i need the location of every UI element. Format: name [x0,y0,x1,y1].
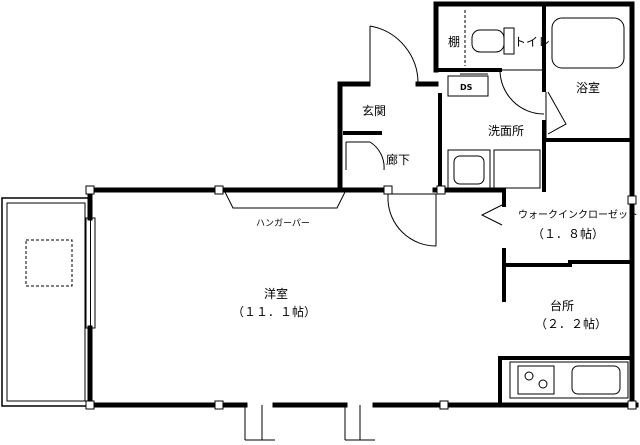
western-room-size: （１１．１帖） [232,304,316,319]
western-room-door[interactable] [387,193,437,247]
column-markers [85,185,637,410]
washer-pan [447,75,489,97]
washbasin [447,149,491,191]
kitchen-label: 台所 [550,298,574,313]
hanger-pipe [224,191,346,209]
washroom-label: 洗面所 [488,124,524,138]
kitchen-size: （２．２帖） [535,316,607,331]
western-room-label: 洋室 [264,286,288,301]
toilet-fixture [464,10,515,66]
balcony-window [85,217,96,329]
walk-in-closet-size: （１．８帖） [532,226,604,241]
interior-walls [343,2,634,407]
closet-door[interactable] [480,204,503,226]
hanger-pipe-label: ハンガーパー [256,218,310,229]
entrance-label: 玄関 [362,103,386,118]
bathroom-label: 浴室 [576,80,600,95]
toilet-label: トイレ [514,35,550,49]
washroom-door[interactable] [499,69,545,115]
bottom-sash-left[interactable] [244,405,275,441]
shelf-label: 棚 [448,34,460,49]
bathtub [551,17,625,69]
kitchen-counter [509,361,629,399]
walk-in-closet-label: ウォークインクローゼット [518,209,638,221]
entrance-door[interactable] [369,25,419,85]
bottom-sash-right[interactable] [344,405,375,441]
balcony [1,197,91,407]
washing-machine-area [493,149,541,189]
hallway-door[interactable] [345,141,385,171]
hallway-label: 廊下 [386,152,410,167]
washer-pan-label: DS [460,83,473,92]
bath-door[interactable] [545,91,567,138]
